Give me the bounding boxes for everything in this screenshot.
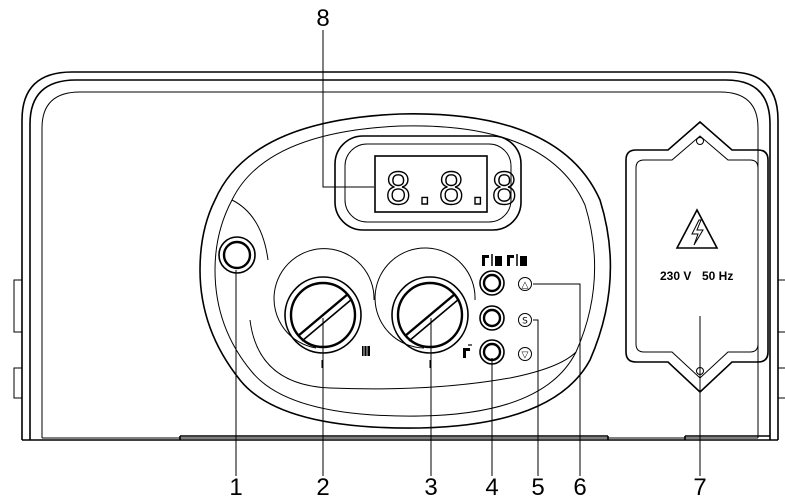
tap-icon bbox=[463, 344, 472, 358]
control-panel-oval bbox=[199, 113, 612, 429]
set-symbol: S bbox=[522, 316, 528, 326]
callout-5: 5 bbox=[531, 474, 544, 500]
radiator-icon bbox=[362, 346, 370, 356]
rating-plate-cover: 230 V 50 Hz bbox=[625, 120, 769, 394]
tap-icon bbox=[482, 255, 489, 266]
leader-lines bbox=[235, 30, 701, 476]
callout-4: 4 bbox=[485, 474, 498, 500]
frequency-label: 50 Hz bbox=[702, 269, 733, 283]
callout-3: 3 bbox=[424, 474, 437, 500]
casing bbox=[13, 71, 785, 441]
mode-icons-row bbox=[482, 254, 527, 266]
up-symbol: △ bbox=[522, 281, 529, 291]
voltage-label: 230 V bbox=[660, 269, 691, 283]
callout-7: 7 bbox=[693, 474, 706, 500]
callout-2: 2 bbox=[316, 474, 329, 500]
display-window: 8.8.8 bbox=[334, 135, 522, 231]
heating-temperature-knob[interactable] bbox=[273, 248, 375, 368]
mode-set-button[interactable] bbox=[479, 305, 505, 331]
display-readout: 8.8.8 bbox=[385, 164, 517, 215]
down-symbol: ▽ bbox=[522, 351, 529, 361]
radiator-icon bbox=[520, 256, 527, 266]
callout-8: 8 bbox=[316, 5, 329, 32]
electric-hazard-icon bbox=[675, 208, 719, 249]
button-symbols: △ S ▽ bbox=[518, 277, 532, 361]
main-switch-button[interactable] bbox=[218, 236, 256, 274]
mode-up-button[interactable] bbox=[479, 270, 505, 296]
hot-water-temperature-knob[interactable] bbox=[374, 247, 476, 368]
callout-numbers: 1 2 3 4 5 6 7 8 bbox=[229, 5, 706, 500]
callout-1: 1 bbox=[229, 474, 242, 500]
callout-6: 6 bbox=[573, 474, 586, 500]
radiator-icon bbox=[495, 256, 502, 266]
tap-icon bbox=[507, 255, 514, 266]
